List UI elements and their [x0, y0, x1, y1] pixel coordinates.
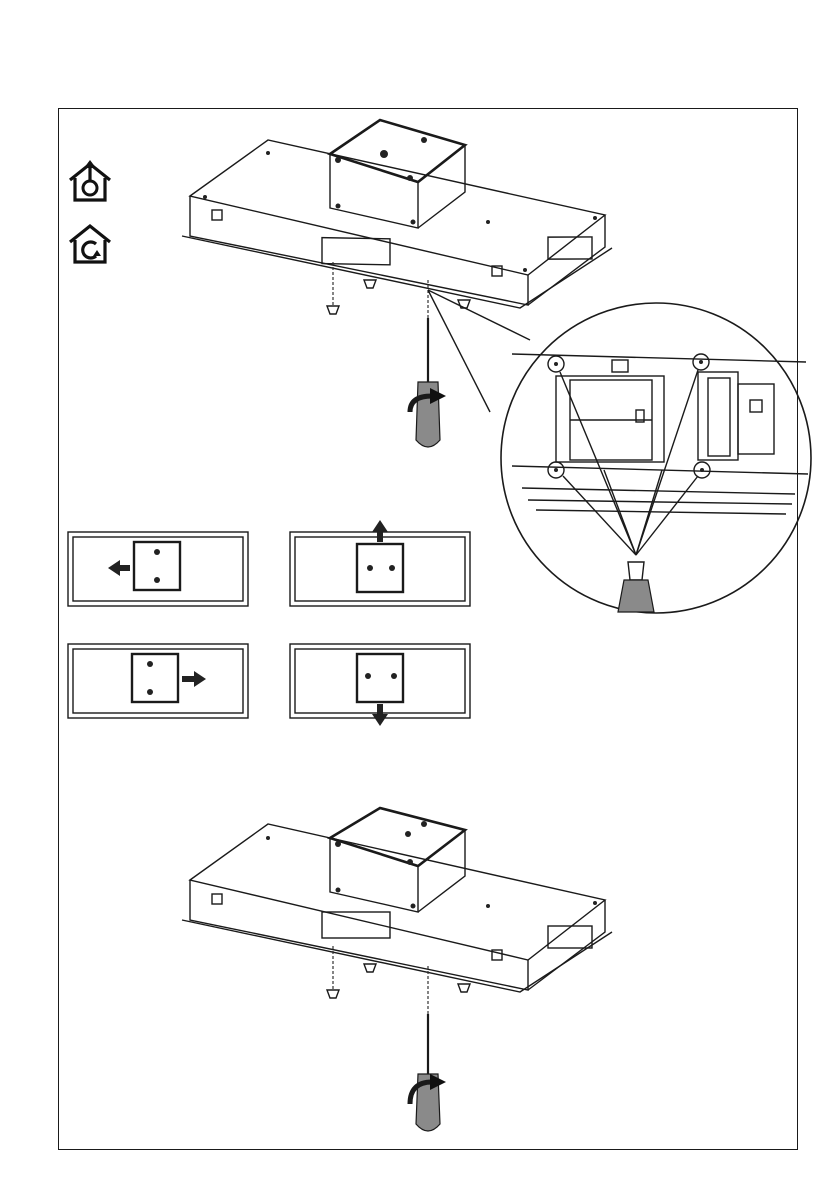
- ducted-exhaust-icon: [70, 160, 110, 200]
- hood-assembly-top: [182, 120, 612, 447]
- screwdriver-icon: [416, 1014, 440, 1131]
- screw-icon: [364, 964, 376, 972]
- outlet-direction-left: [68, 532, 248, 606]
- screw-icon: [364, 280, 376, 288]
- direction-arrow-icon: [108, 560, 130, 576]
- screw-icon: [327, 306, 339, 314]
- direction-arrow-icon: [372, 704, 388, 726]
- screwdriver-icon: [416, 318, 440, 447]
- recirculation-icon: [70, 226, 110, 262]
- direction-arrow-icon: [182, 671, 206, 687]
- magnifier-detail-icon: [428, 290, 811, 613]
- screw-icon: [327, 990, 339, 998]
- screw-icon: [458, 300, 470, 308]
- screw-icon: [458, 984, 470, 992]
- outlet-direction-down: [290, 644, 470, 726]
- outlet-direction-up: [290, 520, 470, 606]
- direction-arrow-icon: [372, 520, 388, 542]
- hood-assembly-bottom: [182, 808, 612, 1131]
- outlet-direction-right: [68, 644, 248, 718]
- screwdriver-icon: [618, 562, 654, 612]
